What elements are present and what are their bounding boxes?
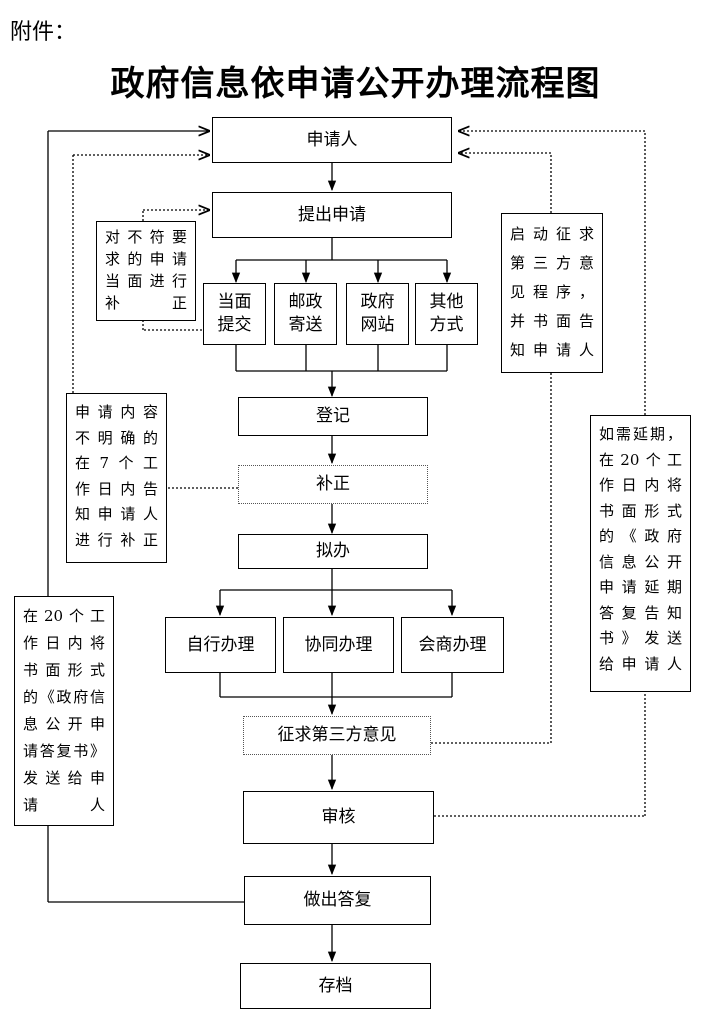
reply-box: 做出答复 bbox=[244, 876, 431, 925]
self-handle-label: 自行办理 bbox=[186, 634, 255, 655]
third-party-procedure-note-text: 启动征求 第三方意 见程序， 并书面告 知申请人 bbox=[510, 225, 594, 359]
submit-application-label: 提出申请 bbox=[298, 204, 366, 225]
noncompliant-note: 对不符要 求的申请 当面进行 补正 bbox=[96, 221, 196, 321]
third-party-opinion-label: 征求第三方意见 bbox=[277, 725, 397, 746]
extension-note: 如需延期， 在20个工 作日内将 书面形式 的《政府 信息公开 申请延期 答复告… bbox=[590, 415, 691, 692]
third-party-procedure-note: 启动征求 第三方意 见程序， 并书面告 知申请人 bbox=[501, 213, 603, 373]
applicant-label: 申请人 bbox=[306, 129, 358, 150]
register-label: 登记 bbox=[316, 406, 350, 427]
consult-handle-box: 会商办理 bbox=[401, 617, 504, 673]
submit-application-box: 提出申请 bbox=[212, 192, 452, 238]
supplement-label: 补正 bbox=[316, 474, 350, 495]
twenty-day-reply-note: 在20个工 作日内将 书面形式 的《政府信 息公开申 请答复书》 发送给申 请人 bbox=[14, 596, 114, 826]
twenty-day-reply-note-text: 在20个工 作日内将 书面形式 的《政府信 息公开申 请答复书》 发送给申 请人 bbox=[23, 607, 105, 814]
method-website-label: 政府 网站 bbox=[360, 292, 395, 335]
joint-handle-label: 协同办理 bbox=[304, 634, 373, 655]
draft-box: 拟办 bbox=[238, 534, 428, 569]
method-mail-box: 邮政 寄送 bbox=[274, 283, 337, 345]
page-title: 政府信息依申请公开办理流程图 bbox=[110, 64, 601, 104]
register-box: 登记 bbox=[238, 397, 428, 436]
method-other-box: 其他 方式 bbox=[415, 283, 478, 345]
self-handle-box: 自行办理 bbox=[165, 617, 276, 673]
supplement-box: 补正 bbox=[238, 465, 428, 504]
attachment-label: 附件： bbox=[10, 20, 77, 45]
extension-note-text: 如需延期， 在20个工 作日内将 书面形式 的《政府 信息公开 申请延期 答复告… bbox=[599, 425, 682, 673]
review-label: 审核 bbox=[321, 807, 356, 828]
method-in-person-box: 当面 提交 bbox=[203, 283, 266, 345]
method-in-person-label: 当面 提交 bbox=[217, 292, 252, 335]
review-box: 审核 bbox=[243, 791, 434, 844]
archive-box: 存档 bbox=[240, 963, 431, 1009]
noncompliant-note-text: 对不符要 求的申请 当面进行 补正 bbox=[105, 228, 187, 312]
draft-label: 拟办 bbox=[316, 541, 350, 562]
method-website-box: 政府 网站 bbox=[346, 283, 409, 345]
reply-label: 做出答复 bbox=[303, 890, 372, 911]
joint-handle-box: 协同办理 bbox=[283, 617, 394, 673]
applicant-box: 申请人 bbox=[212, 117, 452, 163]
third-party-opinion-box: 征求第三方意见 bbox=[243, 716, 431, 755]
unclear-content-note: 申请内容 不明确的 在7个工 作日内告 知申请人 进行补正 bbox=[66, 393, 167, 563]
consult-handle-label: 会商办理 bbox=[418, 634, 487, 655]
method-other-label: 其他 方式 bbox=[429, 292, 464, 335]
method-mail-label: 邮政 寄送 bbox=[288, 292, 323, 335]
unclear-content-note-text: 申请内容 不明确的 在7个工 作日内告 知申请人 进行补正 bbox=[75, 403, 158, 549]
archive-label: 存档 bbox=[318, 975, 353, 996]
